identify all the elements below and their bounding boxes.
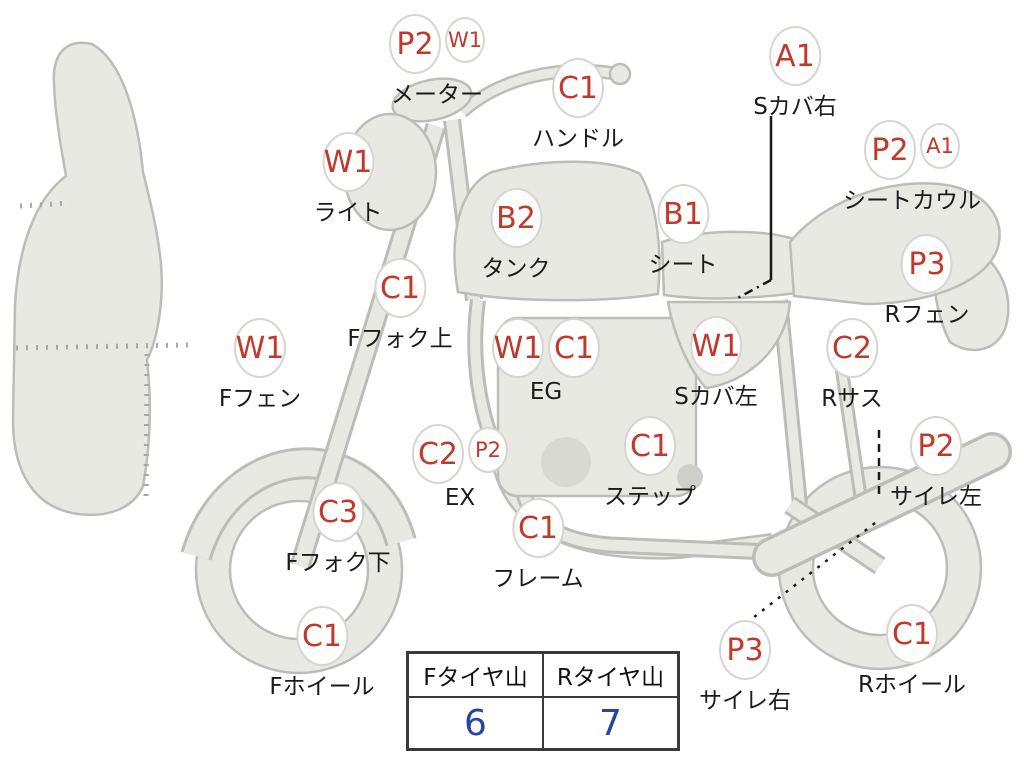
part-label-silencer-right: P3 サイレ右: [699, 620, 791, 715]
part-name-label: メーター: [391, 82, 483, 108]
condition-code-badge: C1: [512, 498, 564, 558]
part-label-handlebar: C1 ハンドル: [532, 58, 624, 153]
part-label-engine: W1 C1 EG: [492, 318, 600, 405]
condition-code-badge: C3: [311, 482, 364, 542]
condition-code-badge-secondary: W1: [445, 17, 485, 63]
part-label-step: C1 ステップ: [604, 416, 696, 511]
part-name-label: ハンドル: [532, 126, 624, 152]
part-label-silencer-left: P2 サイレ左: [890, 416, 982, 511]
condition-code-badge: P3: [900, 234, 953, 294]
condition-code-badge: W1: [322, 132, 374, 192]
condition-code-badge: W1: [492, 318, 544, 378]
condition-code-badge-secondary: A1: [920, 123, 960, 169]
step-pivot-detail: [677, 464, 703, 490]
condition-code-badge: C1: [624, 416, 676, 476]
condition-code-badge: C1: [548, 318, 600, 378]
front-tire-tread-value: 6: [408, 697, 543, 749]
condition-code-badge: C1: [295, 606, 348, 666]
rear-tire-header: Rタイヤ山: [543, 653, 678, 697]
part-name-label: Rホイール: [858, 672, 966, 698]
condition-code-badge: A1: [768, 26, 821, 86]
part-name-label: ステップ: [604, 484, 696, 510]
condition-code-badge: C2: [826, 318, 878, 378]
rear-tire-tread-value: 7: [543, 697, 678, 749]
condition-code-badge: C2: [412, 424, 464, 484]
part-label-rear-fender: P3 Rフェン: [884, 234, 970, 329]
part-label-meter: P2 W1 メーター: [389, 14, 485, 109]
part-label-frame: C1 フレーム: [492, 498, 584, 593]
pointer-line-side-cover-right-tip: [733, 278, 772, 302]
condition-code-badge: C1: [373, 258, 426, 318]
condition-code-badge: P2: [910, 416, 962, 476]
part-name-label: Fフォク上: [347, 326, 453, 352]
part-name-label: Rサス: [821, 386, 883, 412]
part-label-front-fork-upper: C1 Fフォク上: [347, 258, 453, 353]
condition-code-badge-secondary: P2: [468, 427, 508, 473]
engine-case-detail: [541, 437, 591, 487]
meter-shape: [391, 77, 473, 123]
condition-code-badge: P2: [389, 14, 441, 74]
condition-code-badge: W1: [233, 318, 286, 378]
part-name-label: サイレ右: [699, 688, 791, 714]
part-name-label: Sカバ右: [753, 94, 837, 120]
condition-code-badge: P3: [719, 620, 771, 680]
part-label-exhaust: C2 P2 EX: [412, 424, 508, 511]
part-name-label: EX: [444, 485, 476, 511]
part-name-label: シート: [648, 252, 718, 278]
condition-code-badge: C1: [885, 604, 938, 664]
part-label-seat: B1 シート: [649, 184, 718, 279]
condition-code-badge: P2: [864, 120, 916, 180]
part-name-label: シートカウル: [843, 188, 981, 214]
part-label-front-fork-lower: C3 Fフォク下: [285, 482, 391, 577]
part-name-label: ライト: [313, 200, 383, 226]
part-name-label: タンク: [481, 256, 551, 282]
part-label-side-cover-left: W1 Sカバ左: [674, 316, 758, 411]
part-label-tank: B2 タンク: [482, 188, 551, 283]
front-tire-header: Fタイヤ山: [408, 653, 543, 697]
handlebar-grip-shape: [608, 62, 632, 86]
condition-code-badge: C1: [552, 58, 604, 118]
condition-code-badge: W1: [689, 316, 742, 376]
part-name-label: EG: [529, 379, 563, 405]
fairing-seam-dots: [19, 200, 71, 209]
part-label-rear-wheel: C1 Rホイール: [858, 604, 966, 699]
part-name-label: サイレ左: [890, 484, 982, 510]
condition-code-badge: B1: [657, 184, 709, 244]
part-label-rear-suspension: C2 Rサス: [821, 318, 883, 413]
part-label-seat-cowl: P2 A1 シートカウル: [843, 120, 981, 215]
part-name-label: Rフェン: [884, 302, 970, 328]
part-name-label: Fホイール: [269, 674, 375, 700]
front-fairing-shape: [11, 41, 164, 517]
part-label-side-cover-right: A1 Sカバ右: [753, 26, 837, 121]
condition-code-badge: B2: [490, 188, 542, 248]
part-name-label: Fフェン: [218, 386, 302, 412]
tire-tread-table: Fタイヤ山 Rタイヤ山 6 7: [406, 651, 680, 751]
part-name-label: フレーム: [492, 566, 584, 592]
part-name-label: Sカバ左: [674, 384, 758, 410]
part-label-headlight: W1 ライト: [314, 132, 383, 227]
part-label-front-wheel: C1 Fホイール: [269, 606, 375, 701]
part-name-label: Fフォク下: [285, 550, 391, 576]
part-label-front-fender: W1 Fフェン: [219, 318, 301, 413]
